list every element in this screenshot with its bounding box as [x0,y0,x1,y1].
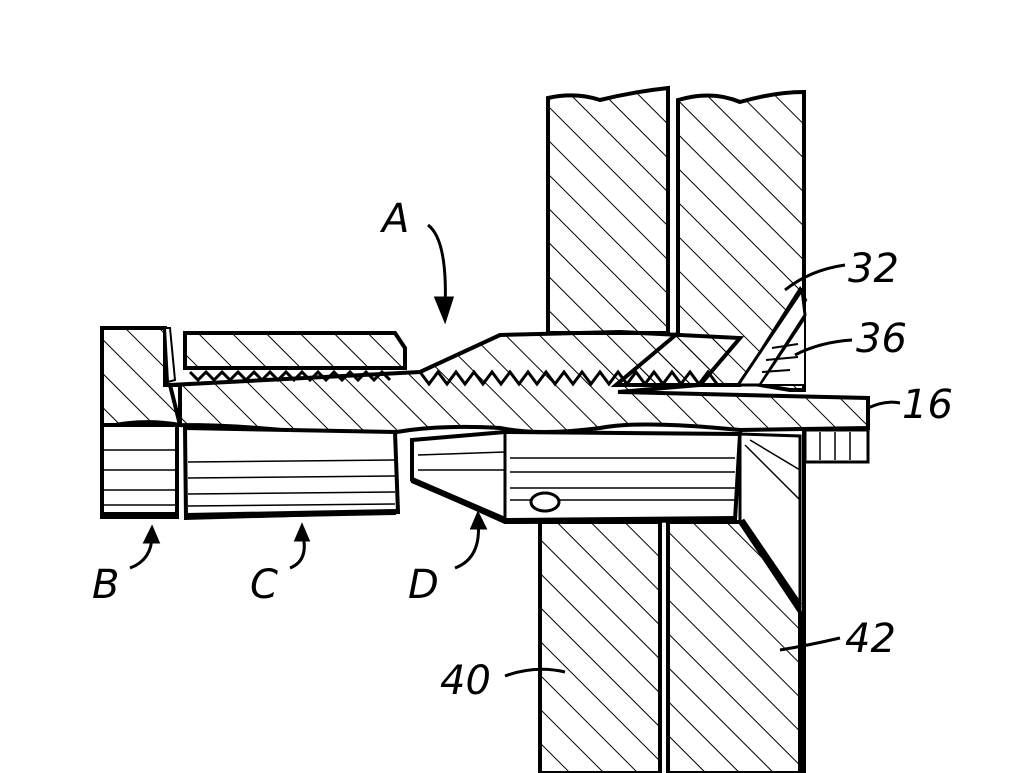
label-32: 32 [848,246,899,292]
label-42: 42 [845,616,896,662]
wall-40-lower [538,520,662,773]
label-D: D [408,562,439,608]
part-B-head [100,423,179,519]
label-36: 36 [856,316,907,362]
part-C-nut [182,425,401,521]
label-B: B [92,562,119,608]
label-A: A [379,196,409,242]
label-16: 16 [902,382,953,428]
wall-40-upper [546,85,670,335]
leader-lines [129,223,901,678]
shaft-body [100,326,870,464]
label-C: C [250,562,278,608]
label-40: 40 [440,658,491,704]
channel-32 [735,285,807,387]
part-D-sleeve [410,429,803,615]
